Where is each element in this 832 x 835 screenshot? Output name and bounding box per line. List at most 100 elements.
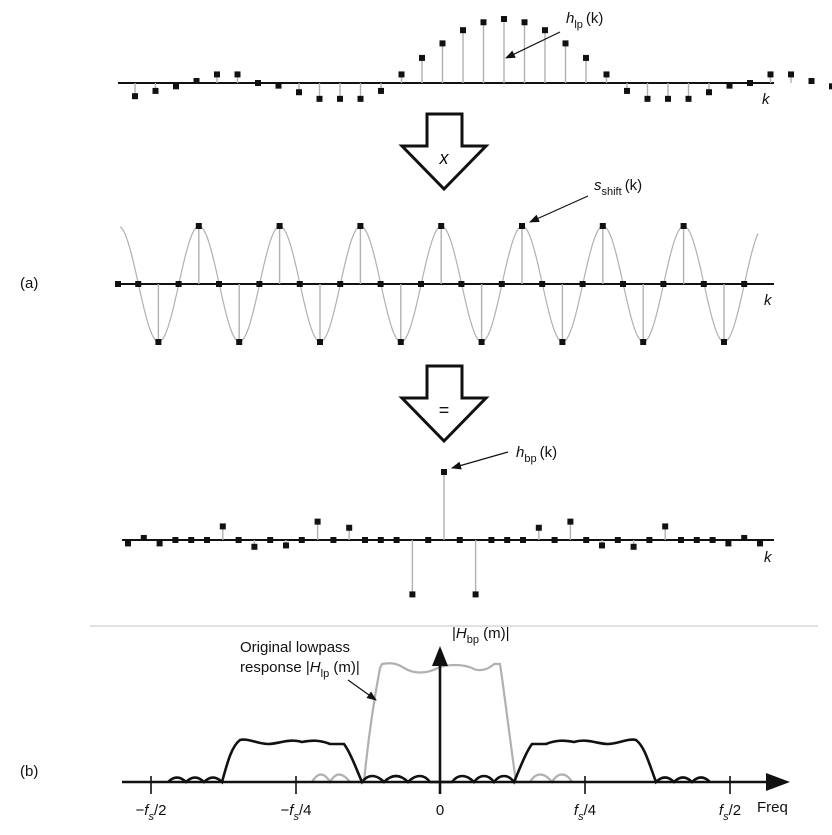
h-bp-sample — [630, 543, 637, 550]
s-shift-sample — [741, 281, 748, 287]
h-bp-sample — [551, 537, 558, 543]
s-shift-sample — [458, 281, 465, 287]
h-bp-sample — [362, 537, 368, 543]
tick-label-neg-fs-4: −fs/4 — [281, 802, 312, 823]
s-shift-sample — [317, 339, 323, 345]
h-lp-sample — [747, 80, 753, 86]
original-lowpass-response-curve — [311, 662, 573, 785]
h-lp-sample — [767, 71, 774, 78]
s-shift-sample — [559, 339, 566, 345]
h-bp-sample — [441, 469, 447, 475]
h-bp-sample — [251, 543, 258, 550]
h-bp-sample — [156, 540, 163, 547]
s-shift-sample — [195, 223, 202, 229]
h-bp-sample — [693, 537, 700, 543]
h-lp-sample — [378, 87, 384, 94]
h-lp-sample — [685, 95, 692, 102]
h-lp-sample — [542, 27, 548, 34]
s-shift-sample — [418, 281, 424, 287]
h-bp-sample — [472, 591, 479, 598]
h-bp-sample — [283, 542, 289, 549]
h-lp-sample — [439, 40, 446, 47]
panel-b-label: (b) — [20, 763, 38, 780]
h-bp-pointer-arrow — [451, 451, 509, 470]
h-lp-sample — [193, 78, 200, 85]
h-bp-sample — [330, 537, 337, 543]
s-shift-sample — [397, 339, 404, 345]
h-bp-sample — [678, 537, 684, 543]
s-shift-sample — [135, 281, 142, 287]
h-bp-sample — [646, 537, 653, 543]
original-lowpass-pointer-arrow — [347, 679, 377, 701]
h-lp-sample — [583, 54, 589, 61]
s-shift-sample — [478, 339, 485, 345]
h-bp-sample — [204, 537, 210, 543]
h-lp-sample — [316, 95, 323, 102]
h-bp-sample — [504, 537, 511, 543]
s-shift-k-label: k — [764, 292, 773, 309]
multiply-arrow-icon: x — [398, 112, 490, 192]
h-lp-sample — [480, 19, 487, 26]
h-lp-sample — [398, 71, 405, 78]
s-shift-label: sshift(k) — [594, 177, 642, 198]
h-lp-sample — [337, 95, 343, 102]
h-bp-sample — [298, 537, 305, 543]
h-lp-pointer-arrow — [505, 31, 561, 59]
h-lp-sample — [562, 40, 569, 47]
s-shift-sample — [216, 281, 222, 287]
h-lp-sample — [275, 82, 282, 89]
h-lp-sample — [460, 27, 466, 34]
s-shift-sample — [640, 339, 647, 345]
h-bp-sample — [140, 534, 147, 541]
h-bp-sample — [725, 540, 732, 547]
s-shift-pointer-arrow — [529, 195, 589, 223]
s-shift-sample — [519, 223, 525, 229]
multiply-sign: x — [439, 148, 450, 168]
h-bp-sample — [567, 518, 574, 525]
frequency-response-plot: −fs/2 −fs/4 0 fs/4 fs/2 Freq |Hbp (m)| O… — [122, 625, 790, 823]
s-shift-sample — [377, 281, 384, 287]
h-bp-plot: k hbp(k) — [122, 444, 774, 598]
s-shift-sample — [155, 339, 162, 345]
magnitude-axis-arrowhead — [432, 646, 448, 666]
h-bp-label: hbp(k) — [516, 444, 557, 465]
h-lp-sample — [501, 15, 507, 22]
h-bp-sample — [456, 537, 463, 543]
s-shift-sample — [438, 223, 445, 229]
h-lp-sample — [624, 87, 630, 94]
s-shift-sample — [276, 223, 283, 229]
original-lowpass-label-line1: Original lowpass — [240, 639, 350, 656]
s-shift-sample — [700, 281, 707, 287]
h-bp-sample — [599, 542, 605, 549]
s-shift-sample — [498, 281, 505, 287]
h-lp-sample — [521, 19, 528, 26]
h-lp-sample — [726, 82, 733, 89]
h-lp-sample — [255, 80, 261, 86]
h-lp-sample — [665, 95, 671, 102]
h-lp-sample — [419, 54, 425, 61]
h-lp-sample — [132, 93, 138, 100]
s-shift-sample — [337, 281, 344, 287]
s-shift-sample — [620, 281, 626, 287]
h-lp-sample — [296, 89, 302, 96]
h-bp-sample — [377, 537, 384, 543]
s-shift-sample — [539, 281, 546, 287]
h-bp-sample — [535, 524, 542, 531]
h-bp-sample — [393, 537, 400, 543]
h-bp-magnitude-label: |Hbp (m)| — [452, 625, 510, 646]
tick-label-neg-fs-2: −fs/2 — [136, 802, 167, 823]
h-lp-sample — [706, 89, 712, 96]
h-lp-sample — [234, 71, 241, 78]
original-lowpass-label-line2: response |Hlp (m)| — [240, 659, 360, 680]
s-shift-sample — [599, 223, 606, 229]
h-bp-sample — [741, 534, 748, 541]
h-bp-sample — [757, 540, 763, 547]
tick-label-zero: 0 — [436, 802, 444, 819]
h-lp-k-label: k — [762, 91, 771, 108]
s-shift-sample — [680, 223, 687, 229]
h-bp-sample — [188, 537, 195, 543]
h-lp-sample — [152, 87, 159, 94]
h-lp-sample — [644, 95, 651, 102]
h-bp-sample — [583, 537, 590, 543]
